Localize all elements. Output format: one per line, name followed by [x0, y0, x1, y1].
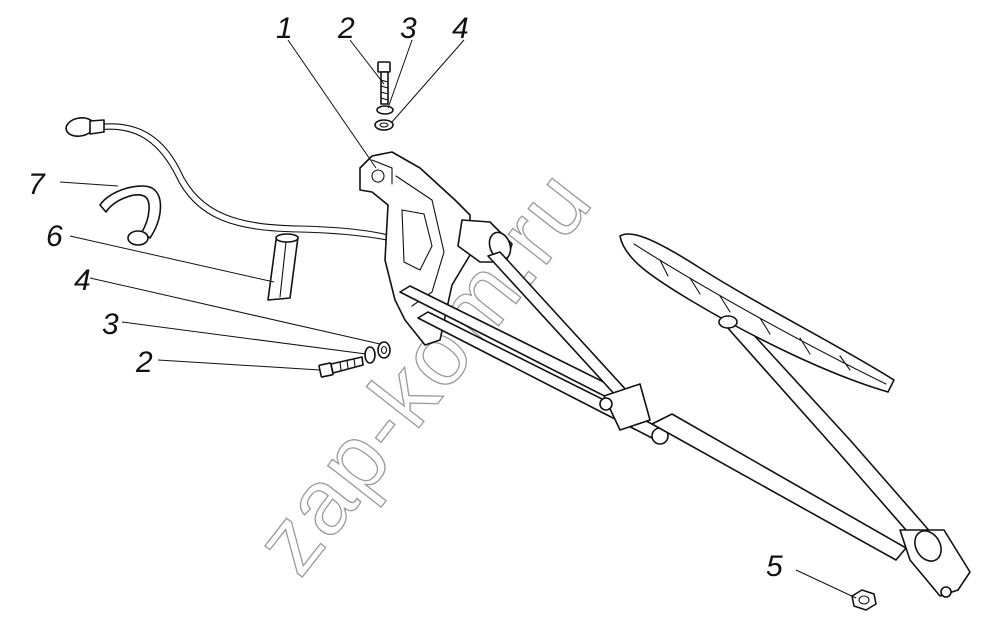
part-6-sleeve: [267, 233, 299, 301]
callout-2-top: 2: [337, 12, 355, 45]
callout-1: 1: [276, 12, 293, 45]
part-3-washer-left: [364, 346, 376, 364]
part-4-washer-left: [377, 341, 391, 359]
callout-6: 6: [46, 220, 63, 253]
callout-4-left: 4: [74, 264, 91, 297]
callout-3-left: 3: [102, 308, 119, 341]
part-2-bolt-top: [377, 61, 391, 105]
callout-labels: 1 2 3 4 2 3 4 5 6 7: [28, 12, 783, 583]
part-4-washer-top: [374, 119, 394, 131]
callout-7: 7: [28, 168, 46, 201]
callout-3-top: 3: [400, 12, 417, 45]
part-2-bolt-left: [318, 356, 364, 378]
wiring-cable: [65, 117, 393, 242]
callout-2-left: 2: [135, 346, 153, 379]
part-7-clip: [99, 185, 162, 246]
wiper-blade: [619, 233, 895, 393]
part-3-washer-top: [376, 105, 394, 115]
wiper-arm: [651, 319, 971, 598]
part-5-nut: [851, 589, 877, 611]
callout-5: 5: [766, 550, 783, 583]
callout-4-top: 4: [452, 12, 469, 45]
leader-lines: [59, 39, 857, 599]
linkage-rods: [399, 251, 669, 445]
